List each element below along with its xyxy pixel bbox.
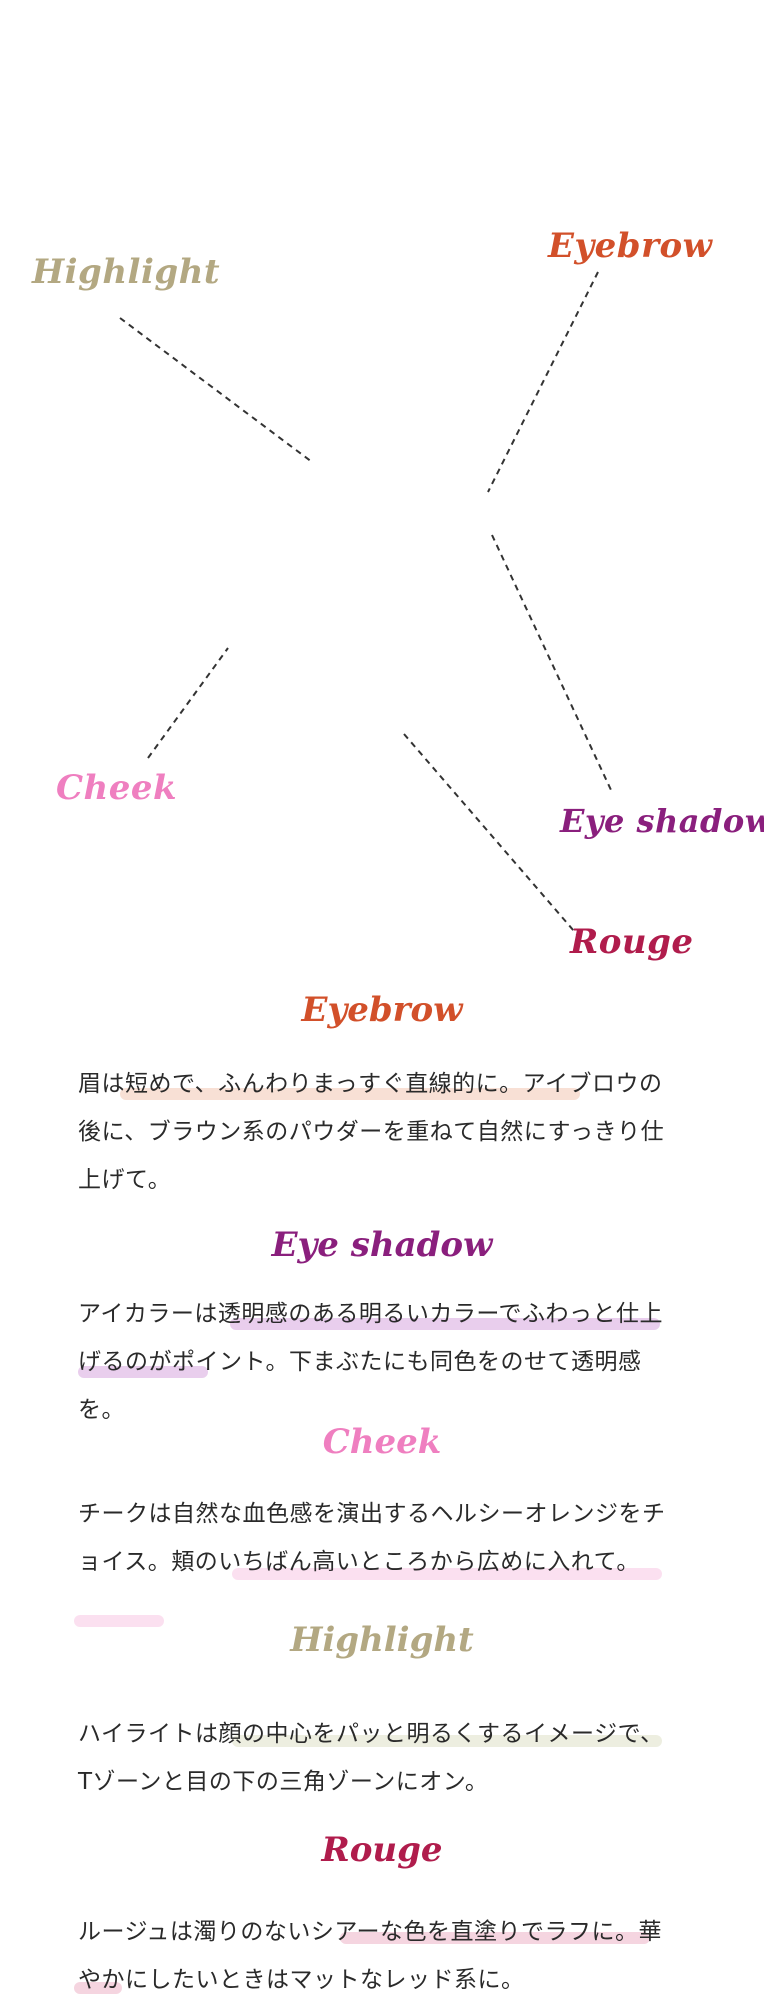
diagram-label-highlight: Highlight xyxy=(32,252,221,292)
section-text-highlight: ハイライトは顔の中心をパッと明るくするイメージで、Tゾーンと目の下の三角ゾーンに… xyxy=(78,1721,664,1795)
leader-line-eyebrow xyxy=(487,271,599,493)
diagram-label-cheek: Cheek xyxy=(56,768,178,808)
section-title-rouge: Rouge xyxy=(321,1830,443,1870)
section-text-eyebrow: 眉は短めで、ふんわりまっすぐ直線的に。アイブロウの後に、ブラウン系のパウダーを重… xyxy=(78,1071,665,1193)
section-title-highlight: Highlight xyxy=(290,1620,474,1660)
highlight-mark-highlight xyxy=(232,1735,662,1747)
section-text-eye-shadow: アイカラーは透明感のある明るいカラーでふわっと仕上げるのがポイント。下まぶたにも… xyxy=(78,1301,663,1423)
highlight-mark-eye-shadow-2 xyxy=(78,1366,208,1378)
leader-line-cheek xyxy=(147,647,229,759)
section-title-eye-shadow: Eye shadow xyxy=(271,1225,493,1265)
highlight-mark-rouge-2 xyxy=(74,1982,122,1994)
section-text-rouge: ルージュは濁りのないシアーな色を直塗りでラフに。華やかにしたいときはマットなレッ… xyxy=(78,1919,663,1993)
section-title-eyebrow: Eyebrow xyxy=(301,990,463,1030)
leader-line-highlight xyxy=(119,317,313,463)
highlight-mark-cheek-2 xyxy=(74,1615,164,1627)
section-title-cheek: Cheek xyxy=(322,1422,442,1462)
highlight-mark-eye-shadow-1 xyxy=(230,1318,660,1330)
diagram-label-eyebrow: Eyebrow xyxy=(548,226,713,266)
section-text-cheek: チークは自然な血色感を演出するヘルシーオレンジをチョイス。頬のいちばん高いところ… xyxy=(78,1501,666,1575)
diagram-label-eye-shadow: Eye shadow xyxy=(560,802,764,840)
highlight-mark-rouge-1 xyxy=(340,1932,650,1944)
diagram-leader-lines xyxy=(119,271,612,939)
leader-line-rouge xyxy=(403,733,581,939)
highlight-mark-cheek-1 xyxy=(232,1568,662,1580)
diagram-label-rouge: Rouge xyxy=(570,922,694,962)
leader-line-eye-shadow xyxy=(491,534,612,791)
highlight-mark-eyebrow xyxy=(120,1088,580,1100)
